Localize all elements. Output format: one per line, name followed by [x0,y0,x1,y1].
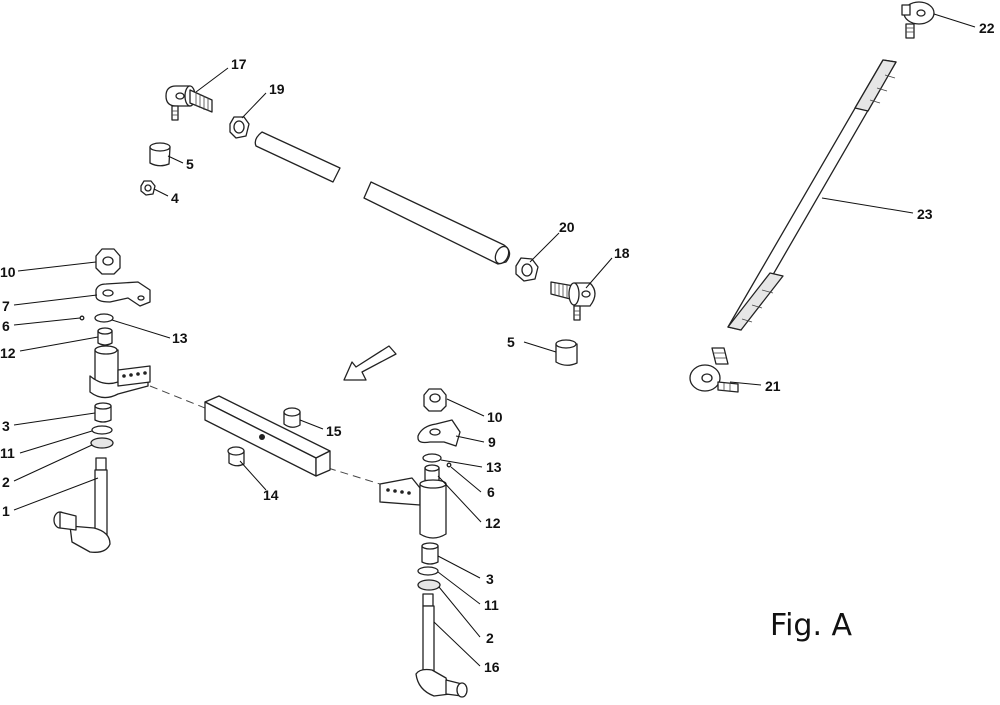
nut-4 [140,180,156,196]
jam-nut-20 [515,257,539,282]
assembly-direction-arrow [343,345,397,381]
bearing-2-right [417,579,441,591]
nut-10-right [423,388,447,412]
axle-pivot-right [379,477,447,539]
rod-end-17 [165,85,213,121]
callout-12-right: 12 [485,515,501,531]
callout-4: 4 [171,190,179,206]
callout-13-right: 13 [486,459,502,475]
rod-end-22 [901,1,935,39]
callout-16: 16 [484,659,500,675]
callout-15: 15 [326,423,342,439]
callout-22: 22 [979,20,995,36]
callout-10-left: 10 [0,264,16,280]
bushing-15 [283,407,301,428]
callout-2-left: 2 [2,474,10,490]
callout-7: 7 [2,298,10,314]
callout-21: 21 [765,378,781,394]
spindle-1 [53,457,111,553]
callout-13-left: 13 [172,330,188,346]
callout-11-left: 11 [0,445,15,461]
jam-nut-19 [229,116,250,139]
bushing-5-upper [149,142,171,167]
washer-11-left [91,425,113,435]
leader-lines [13,13,976,667]
bushing-5-lower [555,339,578,366]
callout-23: 23 [917,206,933,222]
bushing-3-right [421,542,439,565]
callout-20: 20 [559,219,575,235]
callout-9: 9 [488,434,496,450]
steering-arm-9 [417,419,461,447]
bushing-12-left [97,327,113,346]
axle-centerline-right [327,467,381,485]
callout-18: 18 [614,245,630,261]
callout-14: 14 [263,487,279,503]
washer-11-right [417,566,439,576]
drag-link-rod-23 [727,59,897,331]
rod-end-21 [689,347,739,393]
callout-3-left: 3 [2,418,10,434]
tie-rod-tube [254,131,511,265]
steering-arm-7 [95,281,151,307]
figure-caption: Fig. A [770,608,853,643]
callout-11-right: 11 [484,597,499,613]
bushing-14 [227,446,245,467]
axle-tube [204,395,331,477]
callout-labels: 17 19 5 4 20 18 5 22 23 21 10 7 6 13 12 … [0,20,995,675]
axle-pivot-left [89,345,151,399]
nut-10-left [95,248,121,275]
callout-1: 1 [2,503,10,519]
callout-6-left: 6 [2,318,10,334]
rod-end-18 [550,281,596,321]
callout-5-upper: 5 [186,156,194,172]
bearing-2-left [90,437,114,449]
callout-5-lower: 5 [507,334,515,350]
washer-13-left [94,313,114,323]
callout-2-right: 2 [486,630,494,646]
washer-13-right [422,453,442,463]
spindle-16 [415,593,468,698]
pin-6-left [79,315,85,321]
callout-19: 19 [269,81,285,97]
callout-10-right: 10 [487,409,503,425]
callout-3-right: 3 [486,571,494,587]
axle-centerline [149,385,211,411]
callout-6-right: 6 [487,484,495,500]
callout-12-left: 12 [0,345,16,361]
bushing-3-left [94,402,112,423]
callout-17: 17 [231,56,247,72]
pin-6-right [446,462,452,468]
